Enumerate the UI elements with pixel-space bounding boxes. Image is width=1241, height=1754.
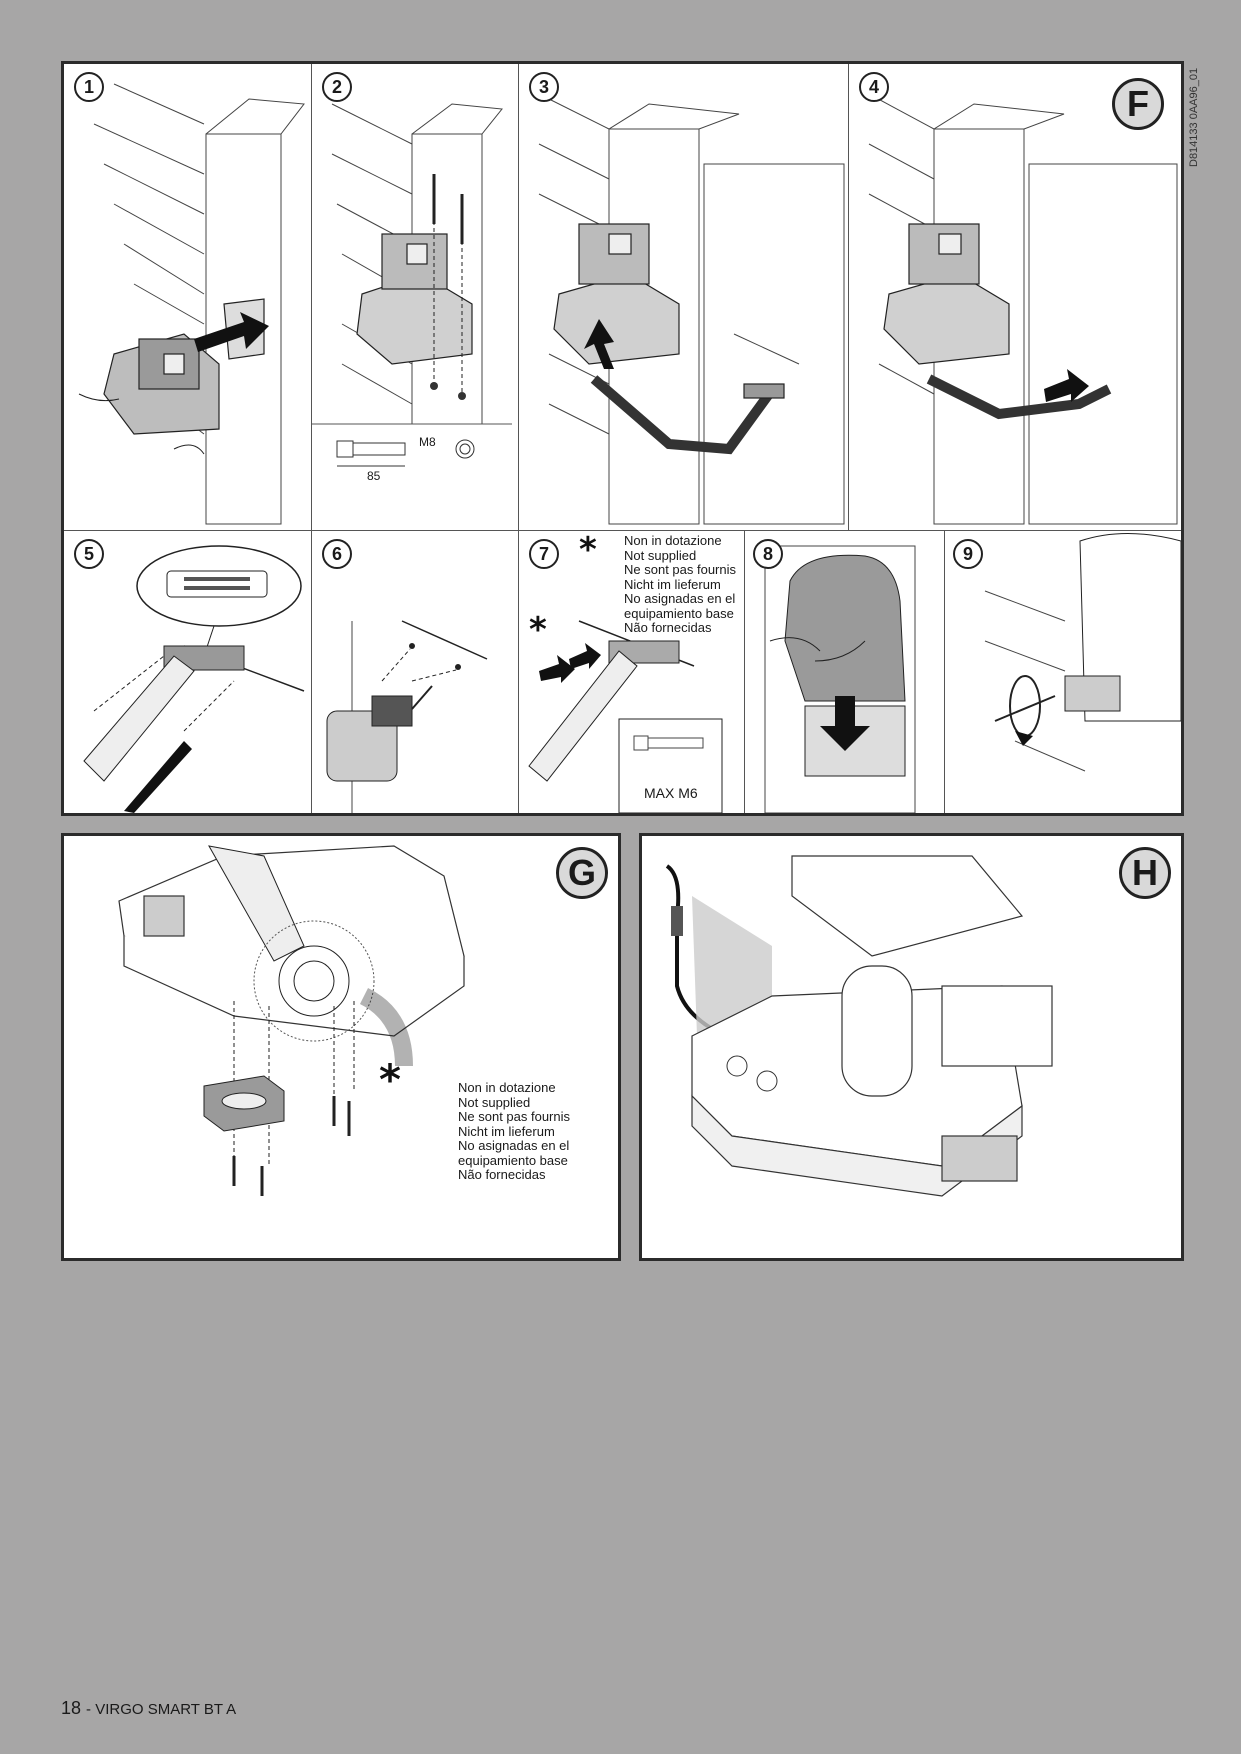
- screwing-cover-drawing: [984, 533, 1181, 772]
- page-number: 18: [61, 1698, 82, 1718]
- document-reference: D814133 0AA96_01: [1188, 67, 1200, 167]
- step-number-8: 8: [753, 539, 783, 569]
- step-number-3: 3: [529, 72, 559, 102]
- page-footer: 18 - VIRGO SMART BT A: [61, 1698, 236, 1719]
- divider: [64, 530, 1181, 531]
- step-5-illustration: 5: [64, 531, 311, 813]
- arm-fixed-drawing: [868, 93, 1178, 525]
- step-4-illustration: 4 F: [849, 64, 1181, 530]
- arm-mounting-drawing: [538, 93, 845, 525]
- divider: [944, 530, 945, 813]
- step-7-illustration: * * 7 Non in dotazione Not supplied Ne s…: [519, 531, 744, 813]
- step-number-7: 7: [529, 539, 559, 569]
- cable-routing-drawing: [665, 855, 1053, 1197]
- section-label-h: H: [1119, 847, 1171, 899]
- divider: [311, 64, 312, 813]
- step-6-illustration: 6: [312, 531, 518, 813]
- divider: [518, 64, 519, 813]
- step-number-6: 6: [322, 539, 352, 569]
- marking-bracket-drawing: [83, 545, 305, 813]
- step-number-4: 4: [859, 72, 889, 102]
- step-number-2: 2: [322, 72, 352, 102]
- svg-text:*: *: [529, 610, 547, 650]
- wall-and-motor-drawing: [78, 83, 305, 525]
- section-label-g: G: [556, 847, 608, 899]
- max-screw-label: MAX M6: [644, 785, 698, 801]
- section-g-panel: * G Non in dotazione Not supplied Ne son…: [61, 833, 621, 1261]
- step-1-illustration: 1: [64, 64, 311, 530]
- wall-screw-drawing: [312, 103, 512, 467]
- manual-title: - VIRGO SMART BT A: [86, 1701, 237, 1718]
- step-number-1: 1: [74, 72, 104, 102]
- bracket-screw-drawing: * *: [528, 531, 723, 813]
- thread-size-label: M8: [419, 435, 436, 449]
- step-number-5: 5: [74, 539, 104, 569]
- section-f-panel: 1: [61, 61, 1184, 816]
- divider: [848, 64, 849, 530]
- step-3-illustration: 3: [519, 64, 848, 530]
- step-8-illustration: 8: [745, 531, 944, 813]
- svg-text:*: *: [379, 1055, 401, 1104]
- not-supplied-note-g: Non in dotazione Not supplied Ne sont pa…: [458, 1080, 571, 1182]
- drilling-drawing: [326, 620, 488, 813]
- cover-fitting-drawing: [764, 545, 916, 813]
- svg-text:*: *: [579, 531, 597, 570]
- section-label-f: F: [1112, 78, 1164, 130]
- base-plate-drawing: *: [118, 845, 465, 1196]
- step-number-9: 9: [953, 539, 983, 569]
- step-2-illustration: 2 M8 85: [312, 64, 518, 530]
- divider: [744, 530, 745, 813]
- screw-length-label: 85: [367, 469, 381, 483]
- step-9-illustration: 9: [945, 531, 1181, 813]
- section-h-panel: H: [639, 833, 1184, 1261]
- not-supplied-note-step7: Non in dotazione Not supplied Ne sont pa…: [624, 533, 737, 635]
